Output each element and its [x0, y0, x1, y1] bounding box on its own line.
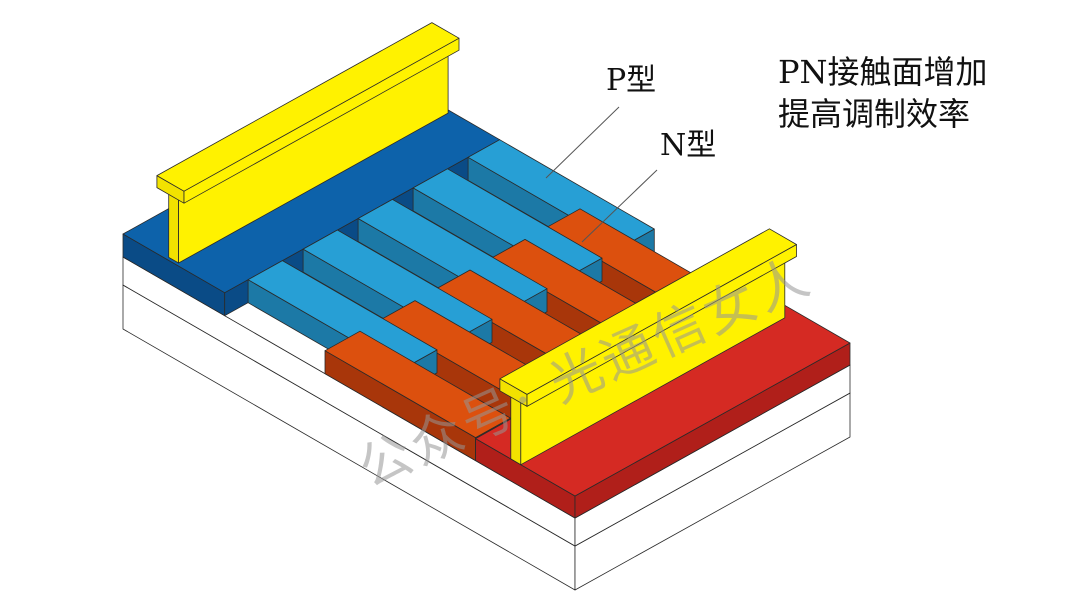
p-type-leader-line	[545, 106, 620, 179]
p-electrode-cap-top-face	[156, 22, 460, 192]
p-electrode-plate-left-face	[168, 190, 180, 264]
n-electrode-cap-top-face	[499, 228, 797, 395]
p-type-label: P型	[606, 63, 657, 98]
annotation-line-2: 提高调制效率	[778, 95, 971, 133]
n-type-label: N型	[660, 128, 717, 163]
annotation-line-1: PN接触面增加	[778, 53, 988, 91]
n-type-leader-line	[581, 169, 658, 243]
